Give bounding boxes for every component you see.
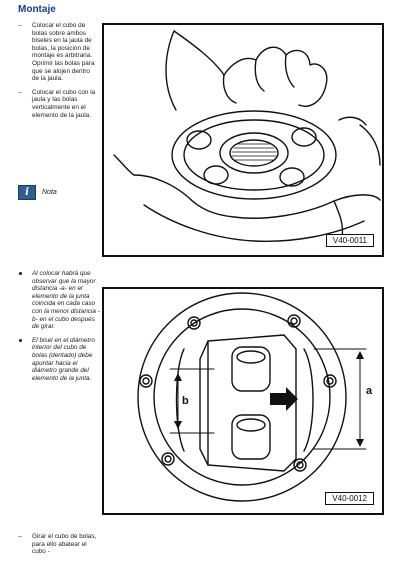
note-label: Nota [42,189,57,196]
note-callout: i Nota [18,185,57,200]
dash-marker: – [18,22,22,29]
dash-marker: – [18,88,22,96]
section-heading: Montaje [18,4,56,15]
step-list: – Colocar el cubo de bolas sobre ambos b… [18,22,96,125]
dimension-label-a: a [366,385,373,397]
figure-hub-cage-assembly: V40-0011 [102,23,384,257]
joint-element-illustration [137,292,367,502]
bullet-text: Al colocar habrá que observar que la may… [32,270,100,331]
step-text: Girar el cubo de bolas, para ello abatea… [32,533,97,556]
bullet-list: Al colocar habrá que observar que la may… [18,270,100,388]
step-item: – Colocar el cubo con la jaula y las bol… [18,89,96,119]
step-text: Colocar el cubo con la jaula y las bolas… [32,88,96,119]
step-item-bottom: – Girar el cubo de bolas, para ello abat… [18,533,100,556]
bullet-item: Al colocar habrá que observar que la may… [18,270,100,331]
bullet-dot [19,272,22,275]
figure-distance-a-b: a b V40-0012 [102,287,384,515]
dash-marker: – [18,533,22,540]
figure-code: V40-0012 [325,492,374,505]
step-text: Colocar el cubo de bolas sobre ambos bis… [32,22,95,83]
bullet-text: El bisel en el diámetro interior del cub… [32,336,95,382]
figure-code: V40-0011 [325,234,374,247]
step-item: – Colocar el cubo de bolas sobre ambos b… [18,22,96,83]
bullet-item: El bisel en el diámetro interior del cub… [18,337,100,383]
hands-hub-illustration [113,30,381,243]
info-icon: i [18,185,36,200]
dimension-label-b: b [182,395,189,407]
bullet-dot [19,338,22,342]
